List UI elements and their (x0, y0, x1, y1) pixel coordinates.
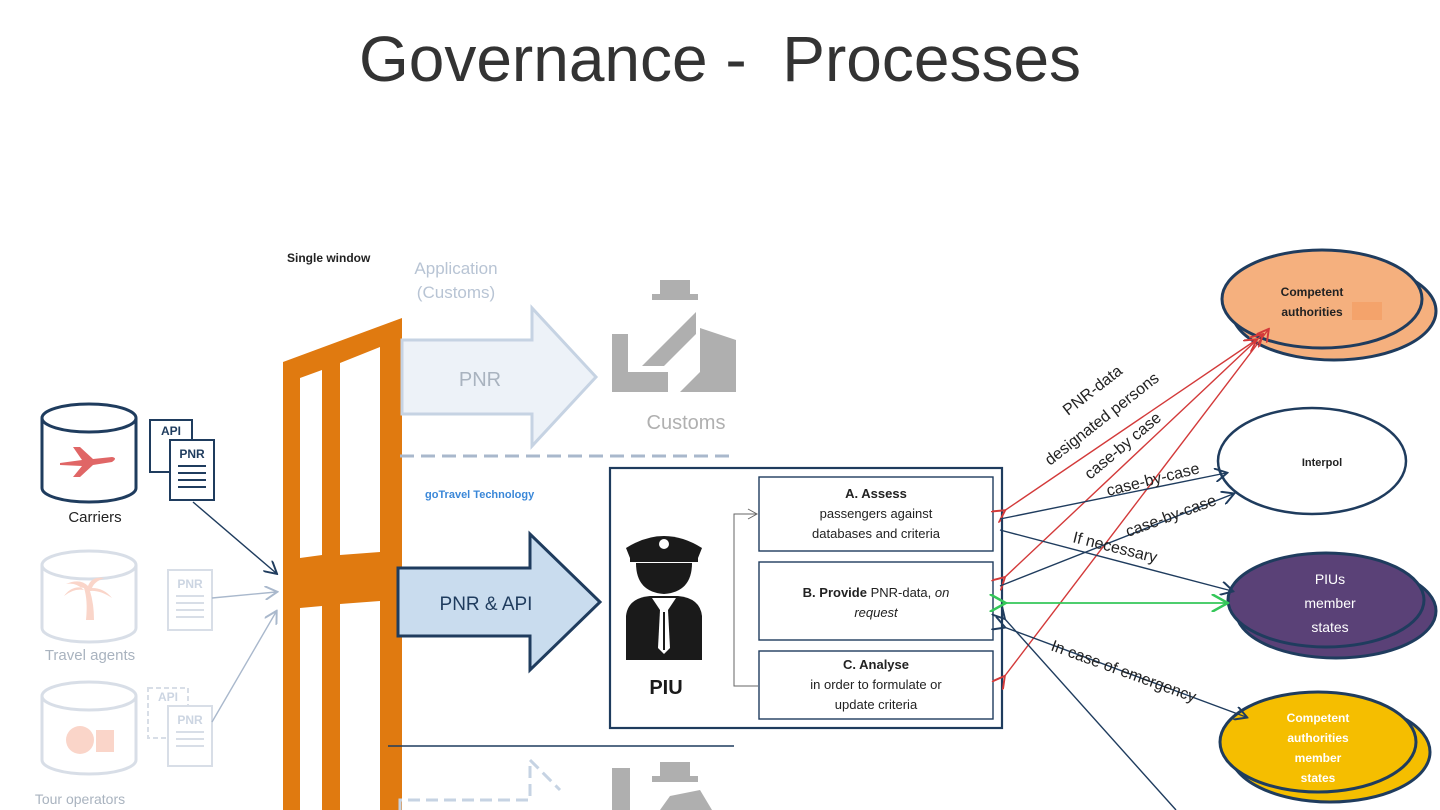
customs-officer-icon (612, 280, 736, 392)
airplane-icon (60, 447, 115, 477)
globe-icon (66, 726, 94, 754)
single-window-label: Single window (287, 251, 371, 265)
customs-arrow-label: PNR (459, 369, 501, 391)
tour-operators-to-window-arrow (211, 612, 276, 723)
tour-operators-label: Tour operators (35, 791, 125, 807)
analyse-line1: in order to formulate or (810, 677, 942, 692)
provide-line2: request (854, 605, 899, 620)
svg-text:PNR: PNR (177, 577, 203, 591)
assess-line2: databases and criteria (812, 526, 941, 541)
application-label-line1: Application (414, 259, 497, 278)
competent-authorities-member-states-node (1218, 690, 1432, 804)
carriers-to-window-arrow (192, 501, 276, 573)
assess-title: A. Assess (845, 486, 907, 501)
label-case-by-case-2: case-by-case (1105, 460, 1202, 500)
lower-officer-icon (612, 762, 712, 810)
cams-line1: Competent (1287, 711, 1350, 725)
suitcase-icon (96, 730, 114, 752)
application-label-line2: (Customs) (417, 283, 495, 302)
carriers-database-icon (40, 402, 138, 504)
provide-line1: B. Provide PNR-data, on (803, 585, 950, 600)
main-arrow-label: PNR & API (440, 594, 533, 615)
assess-to-pius-arrow (999, 529, 1232, 591)
emergency-arrow (1004, 627, 1246, 717)
assess-line1: passengers against (820, 506, 933, 521)
travel-agents-to-window-arrow (211, 592, 276, 598)
provide-to-interpol-arrow (999, 494, 1233, 587)
svg-text:PNR: PNR (177, 713, 203, 727)
analyse-box (758, 650, 994, 720)
label-case-by-case-3: case-by-case (1124, 492, 1219, 541)
single-window-icon (283, 318, 402, 810)
police-officer-icon (626, 536, 702, 660)
main-arrow (396, 530, 603, 674)
interpol-label: Interpol (1302, 457, 1342, 469)
pius-line3: states (1311, 619, 1348, 635)
lower-navy-arrow (1004, 618, 1177, 810)
page-title: Governance - Processes (358, 23, 1082, 95)
gotravel-label: goTravel Technology (425, 489, 535, 501)
travel-agents-database-icon: PNR (40, 549, 213, 644)
api-pnr-document-icon: API PNR (149, 419, 215, 501)
piu-label: PIU (649, 677, 682, 699)
lower-faded-arrow (398, 756, 562, 810)
analyse-line2: update criteria (835, 697, 918, 712)
competent-authorities-line2: authorities (1281, 305, 1343, 319)
customs-label: Customs (647, 412, 726, 434)
assess-box (758, 476, 994, 552)
label-emergency: In case of emergency (1049, 638, 1199, 706)
provide-box (758, 561, 994, 641)
pius-line2: member (1304, 595, 1356, 611)
svg-text:API: API (158, 690, 178, 704)
carriers-label: Carriers (68, 509, 121, 526)
cams-line2: authorities (1287, 731, 1349, 745)
pius-member-states-node (1226, 551, 1438, 660)
cams-line4: states (1301, 771, 1336, 785)
travel-agents-label: Travel agents (45, 647, 135, 664)
cams-line3: member (1295, 751, 1342, 765)
analyse-title: C. Analyse (843, 657, 909, 672)
analyse-to-assess-connector (733, 513, 758, 687)
competent-authorities-line1: Competent (1281, 285, 1344, 299)
competent-authorities-node (1220, 248, 1438, 362)
label-if-necessary: If necessary (1071, 529, 1159, 566)
customs-arrow (400, 304, 599, 450)
tour-operators-database-icon: API PNR (40, 680, 213, 776)
pius-line1: PIUs (1315, 571, 1345, 587)
svg-text:API: API (161, 424, 181, 438)
assess-to-interpol-arrow (999, 473, 1226, 520)
palm-tree-icon (64, 577, 112, 620)
svg-text:PNR: PNR (179, 447, 205, 461)
